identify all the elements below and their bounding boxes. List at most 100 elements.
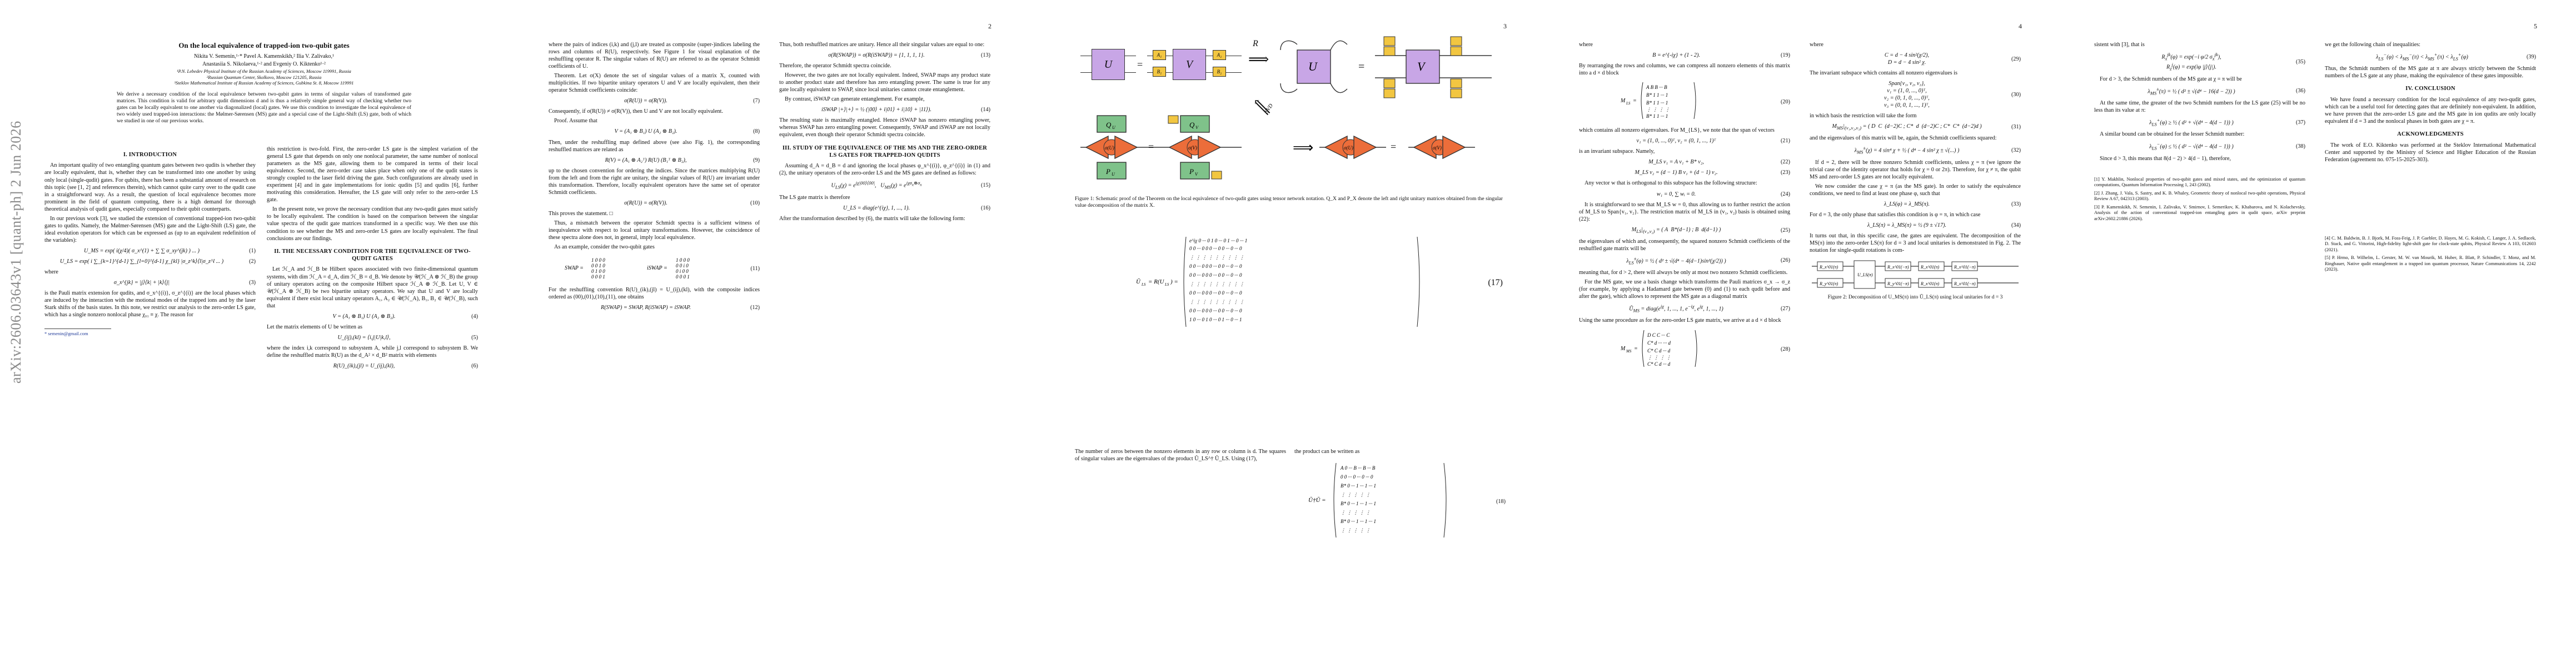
svg-text:P: P <box>1105 167 1110 176</box>
svg-text:P: P <box>1189 167 1194 176</box>
equation-body: R(SWAP) = SWAP, R(iSWAP) = iSWAP. <box>601 305 691 311</box>
equation-number: (10) <box>750 200 760 206</box>
gate-A2: A₂ <box>1213 50 1226 60</box>
svg-text:R_x^01(−π): R_x^01(−π) <box>1954 265 1976 270</box>
reference-5[interactable]: [5] P. Hrmo, B. Wilhelm, L. Gerster, M. … <box>2325 255 2536 272</box>
svg-text:0 0 ··· 0 ··· 0 ··· 0: 0 0 ··· 0 ··· 0 ··· 0 <box>1341 474 1373 480</box>
implies-arrow-icon: ⟹ <box>1248 51 1269 67</box>
svg-text:U: U <box>1112 172 1115 177</box>
swap-matrices-svg: SWAP = 1 0 0 0 0 0 1 0 0 1 0 0 0 0 0 1 i… <box>565 257 690 280</box>
svg-text:C* C d ··· d: C* C d ··· d <box>1647 361 1671 367</box>
equation-body: V = (A₁ ⊗ B₁) U (A₂ ⊗ B₂). <box>332 313 396 320</box>
references: [1] Y. Makhlin, Nonlocal properties of t… <box>2094 177 2305 222</box>
figure-1: U = A₁ B₁ V A₂ B₂ R ⟹ U = V <box>1075 33 1503 183</box>
paragraph: up to the chosen convention for ordering… <box>549 167 760 196</box>
equation-38: λLS−(φ) ≤ ½ ( d² − √(d⁴ − 4(d − 1)) )(38… <box>2094 141 2305 151</box>
equation-body: B = e^{-iχ} + (1 - 2). <box>1652 52 1700 59</box>
equation-body: λLS±(φ) = ½ ( d² ± √(d⁴ − 4(d−1)sin²(χ/2… <box>1626 255 1726 266</box>
equation-16: U_LS = diag(e^{iχ}, 1, ..., 1).(16) <box>779 205 990 212</box>
reference-4[interactable]: [4] C. M. Baldwin, B. J. Bjork, M. Foss-… <box>2325 235 2536 252</box>
equation-body: U_(ij),(kl) = ⟨i,j|U|k,l⟩, <box>337 334 391 341</box>
equation-number: (2) <box>249 258 256 265</box>
equation-number: (23) <box>1781 170 1790 176</box>
page2-col-right: Thus, both reshuffled matrices are unita… <box>779 41 990 225</box>
svg-text:Ũ†Ũ =: Ũ†Ũ = <box>1308 497 1326 504</box>
paragraph: The work of E.O. Kiktenko was performed … <box>2325 142 2536 163</box>
swap-matrices: SWAP = 1 0 0 0 0 0 1 0 0 1 0 0 0 0 0 1 i… <box>549 254 743 283</box>
gate-U: U <box>1092 49 1125 80</box>
equation-number: (24) <box>1781 191 1790 197</box>
paragraph: Let ℋ_A and ℋ_B be Hilbert spaces associ… <box>267 266 478 309</box>
equation-body: MMS|(v₁,v₂,v₃) = ( D C (d−2)C ; C* d (d−… <box>1832 123 1982 131</box>
equation-number: (39) <box>2527 53 2536 60</box>
equation-body: λMS±(π) = ½ ( d² ± √(d⁴ − 16(d − 2)) ) <box>2148 86 2235 96</box>
figure-2-caption: Figure 2: Decomposition of U_MS(π) into … <box>1827 294 2003 301</box>
paragraph: For d > 3, the Schmidt numbers of the MS… <box>2100 76 2242 82</box>
equation-number: (11) <box>750 265 760 272</box>
equation-2: U_LS = exp( i ∑_{k=1}^{d-1} ∑_{l=0}^{d-1… <box>44 258 256 265</box>
equation-number: (9) <box>753 157 760 163</box>
page5-col-left: sistent with [3], that is Rxjk(φ) = exp(… <box>2094 41 2305 224</box>
reference-1[interactable]: [1] Y. Makhlin, Nonlocal properties of t… <box>2094 176 2305 188</box>
svg-text:B* 0 ··· 1 ··· 1 ··· 1: B* 0 ··· 1 ··· 1 ··· 1 <box>1341 519 1376 524</box>
authors-line-2: Anastasiia S. Nikolaeva,¹·² and Evgeniy … <box>202 61 326 67</box>
equation-body: Rxjk(φ) = exp(−i φ/2 σxjk),Rzj(φ) = exp(… <box>2161 52 2221 72</box>
svg-text:0 0 0 1: 0 0 0 1 <box>591 274 605 280</box>
svg-text:= R(U: = R(U <box>1148 278 1165 285</box>
svg-text:LS: LS <box>1164 282 1169 287</box>
paragraph: in which basis the restriction will take… <box>1810 113 1917 120</box>
affiliation-2: ²Russian Quantum Center, Skolkovo, Mosco… <box>206 74 322 80</box>
paragraph: where the index i,k correspond to subsys… <box>267 345 478 359</box>
page-number: 2 <box>988 22 991 30</box>
paragraph: meaning that, for d > 2, there will alwa… <box>1579 270 1788 276</box>
paragraph: Since d > 3, this means that 8(d − 2) > … <box>2100 155 2231 162</box>
references-col2: [4] C. M. Baldwin, B. J. Bjork, M. Foss-… <box>2325 236 2536 273</box>
footnote: * semenin@gmail.com <box>44 328 111 337</box>
equation-number: (35) <box>2296 58 2305 65</box>
paragraph: Any vector w that is orthogonal to this … <box>1585 180 1757 187</box>
reference-3[interactable]: [3] P. Kamenskikh, N. Semenin, I. Zaliva… <box>2094 204 2305 221</box>
equation-25: MLS|(v₁,v₂) = ( A B*(d−1) ; B d(d−1) )(2… <box>1579 226 1790 235</box>
equation-body: σ_x^{jk} = |j⟩⟨k| + |k⟩⟨j| <box>113 280 170 286</box>
gate-A1: A₁ <box>1153 50 1166 60</box>
reference-2[interactable]: [2] J. Zhang, J. Vala, S. Sastry, and K.… <box>2094 190 2305 202</box>
svg-text:0 0 1 0: 0 0 1 0 <box>591 263 605 268</box>
equation-8: V = (A₁ ⊗ B₁) U (A₂ ⊗ B₂).(8) <box>549 128 760 135</box>
equation-body: Ũ LS = R(U LS ) = e^iχ 0 ··· 0 1 0 ··· 0… <box>1075 231 1486 334</box>
paragraph: The LS gate matrix is therefore <box>779 194 850 201</box>
paragraph: It is straightforward to see that M_LS w… <box>1579 201 1790 222</box>
paragraph: is an invariant subspace. Namely, <box>1579 148 1655 155</box>
svg-text:R_x^01(π): R_x^01(π) <box>1819 265 1838 270</box>
page1-col-left: I. INTRODUCTION An important quality of … <box>44 146 256 337</box>
svg-text:D C C ··· C: D C C ··· C <box>1647 332 1670 338</box>
equation-28: M MS = D C C ··· C C* d ··· ··· d C* C d… <box>1579 328 1790 371</box>
equation-1: U_MS = exp( i(χ/4)( σ_x^(1) + ∑ ∑ σ_xy^(… <box>44 247 256 255</box>
equation-18: Ũ†Ũ = A 0 ··· B ··· B ··· B 0 0 ··· 0 ··… <box>1294 459 1506 544</box>
paragraph: we get the following chain of inequaliti… <box>2325 42 2421 48</box>
svg-text:U_LS(π): U_LS(π) <box>1857 272 1873 277</box>
svg-text:R_y^01(−π): R_y^01(−π) <box>1887 281 1909 286</box>
svg-text:MS: MS <box>1626 349 1632 354</box>
svg-text:⋮ ⋮ ⋮ ⋮: ⋮ ⋮ ⋮ ⋮ <box>1646 107 1670 112</box>
footnote-email[interactable]: * semenin@gmail.com <box>44 331 88 337</box>
equation-body: M MS = D C C ··· C C* d ··· ··· d C* C d… <box>1579 328 1773 371</box>
paragraph: this restriction is two-fold. First, the… <box>267 146 478 203</box>
equation-number: (36) <box>2296 88 2305 94</box>
svg-text:M: M <box>1621 98 1626 104</box>
paragraph: where <box>44 269 58 276</box>
paragraph: The resulting state is maximally entangl… <box>779 117 990 138</box>
acknowledgments-heading: ACKNOWLEDGMENTS <box>2397 131 2464 138</box>
svg-text:0 0 ··· 0 0 0 ··· 0: 0 0 ··· 0 0 0 ··· 0 0 ··· 0 ··· 0 <box>1189 308 1242 313</box>
paragraph: If d = 2, there will be three nonzero Sc… <box>1810 159 2021 180</box>
equation-number: (4) <box>471 313 478 320</box>
equation-body: C = d − 4 sin²(χ/2),D = d − 4 sin² χ. <box>1884 52 1930 66</box>
equation-13: σ(R(SWAP)) = σ(R(iSWAP)) = {1, 1, 1, 1}.… <box>779 52 990 59</box>
equation-number: (18) <box>1496 498 1506 505</box>
equation-body: σ(R(U)) = σ(R(V)). <box>624 98 667 104</box>
svg-text:⋮ ⋮ ⋮ ⋮ ⋮: ⋮ ⋮ ⋮ ⋮ ⋮ <box>1341 527 1371 533</box>
svg-text:V: V <box>1195 125 1199 130</box>
equation-body: U_LS = diag(e^{iχ}, 1, ..., 1). <box>843 205 910 211</box>
section-2-heading: II. THE NECESSARY CONDITION FOR THE EQUI… <box>274 248 471 262</box>
equation-number: (38) <box>2296 143 2305 150</box>
svg-text:=: = <box>1148 141 1154 152</box>
